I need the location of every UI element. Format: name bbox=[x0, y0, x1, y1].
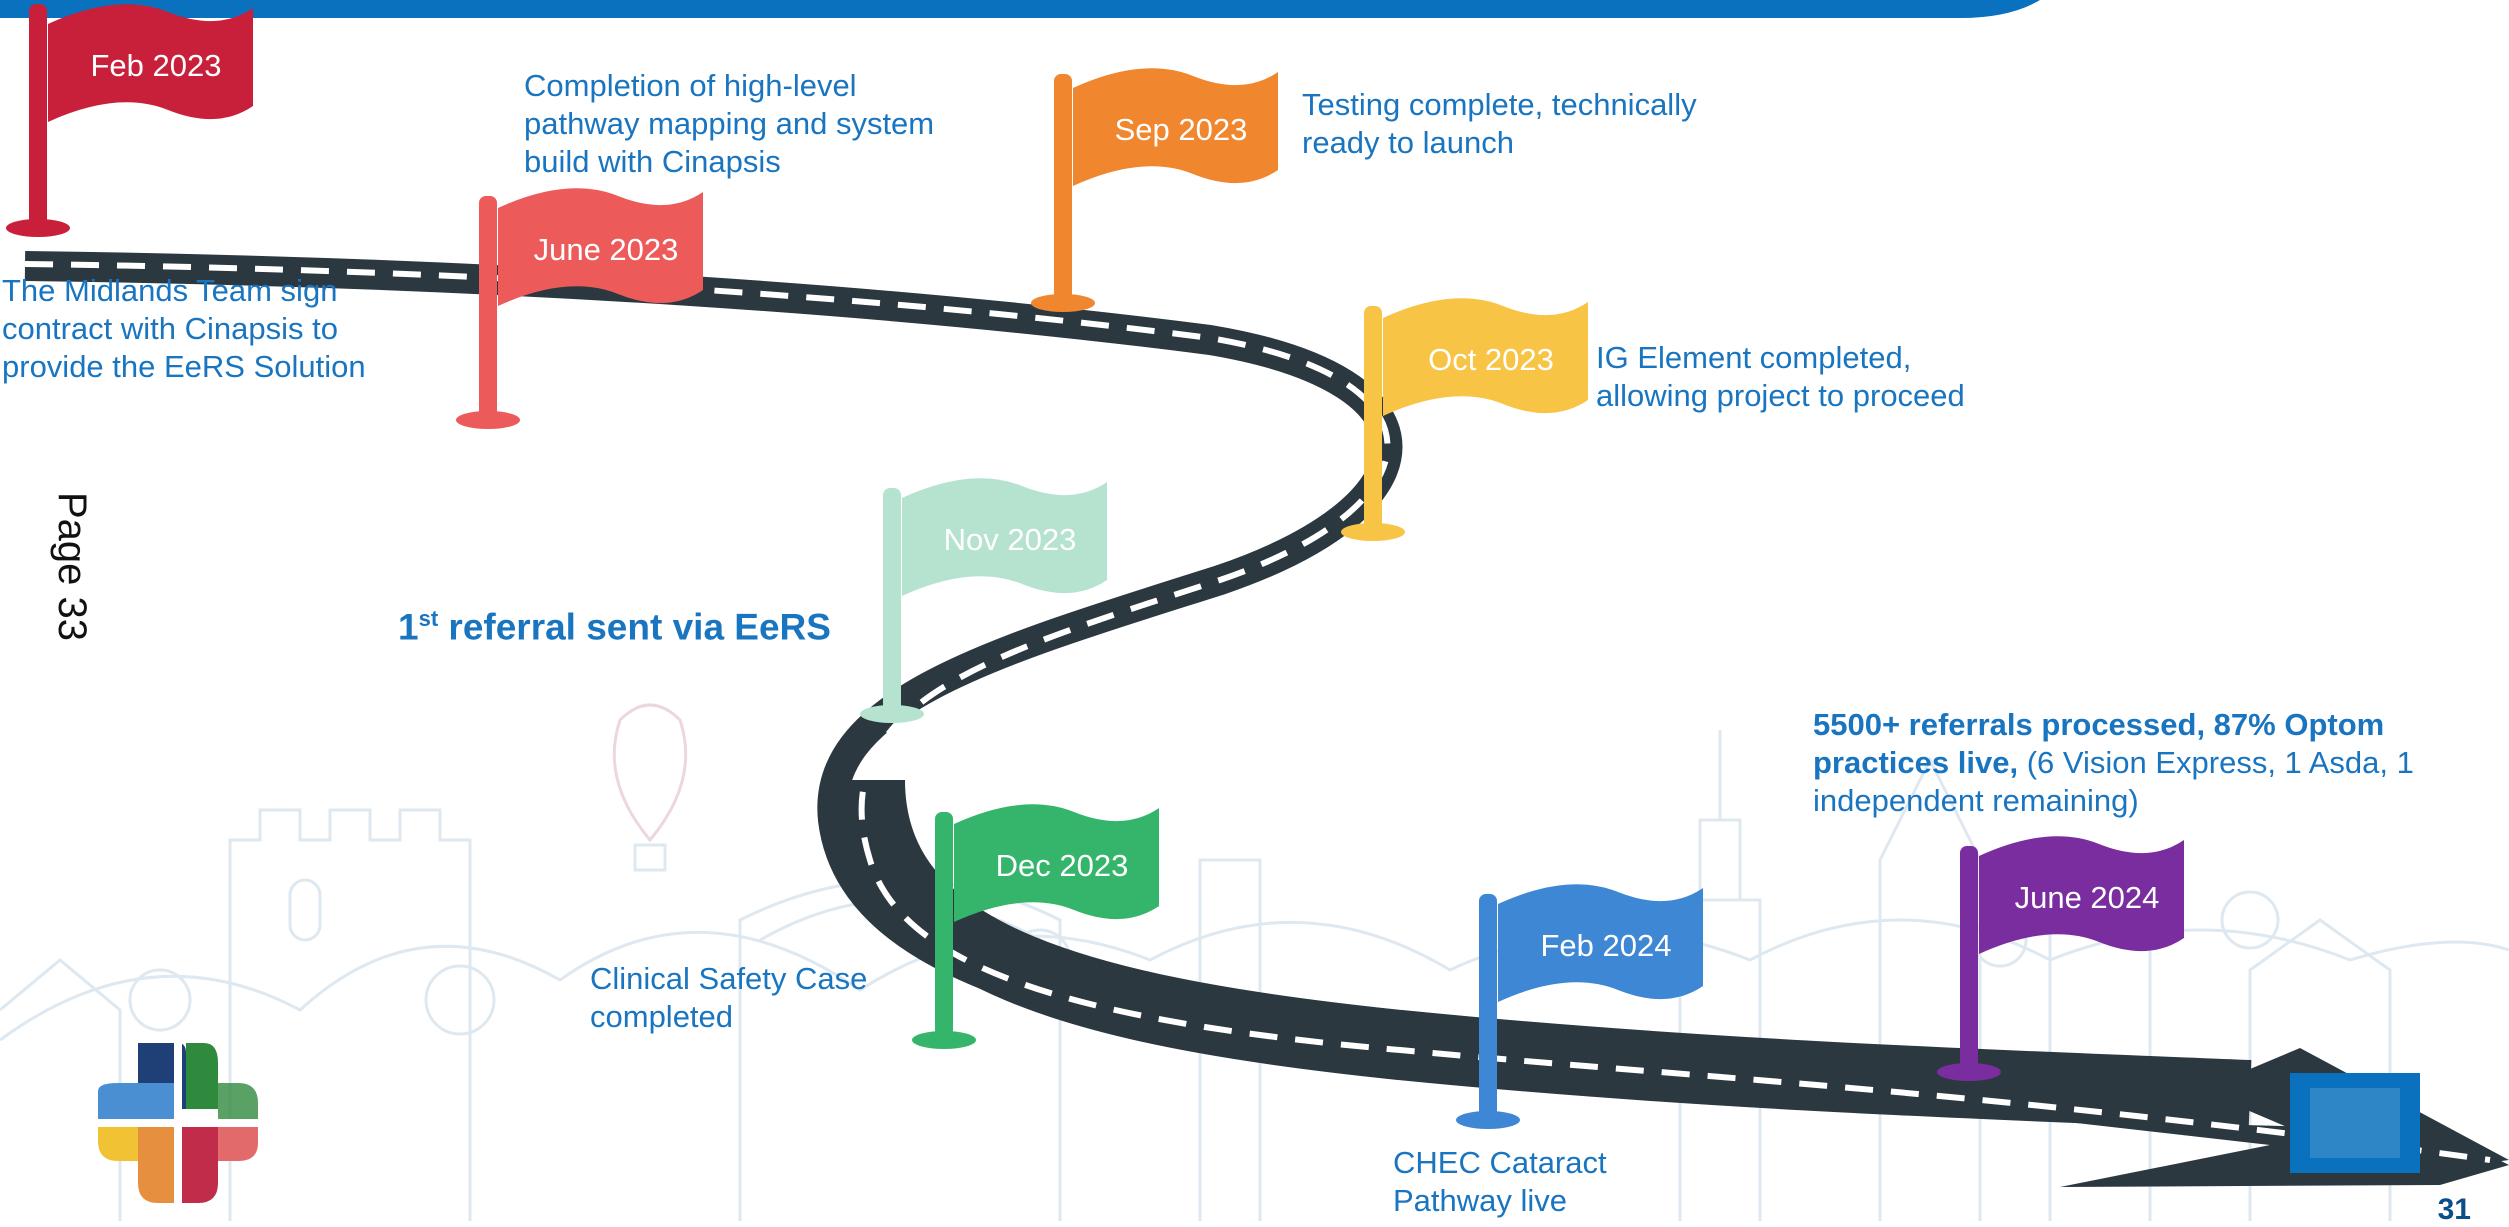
flag-feb-2024 bbox=[1456, 884, 1703, 1129]
road-centre-line bbox=[24, 261, 2491, 1163]
flag-oct-2023 bbox=[1341, 298, 1588, 541]
flag-june-2023 bbox=[456, 188, 703, 429]
logo-partial bbox=[2290, 1073, 2420, 1173]
milestone-text-june-2024: 5500+ referrals processed, 87% Optom pra… bbox=[1813, 706, 2433, 820]
flag-label-nov-2023: Nov 2023 bbox=[943, 522, 1077, 557]
flag-label-feb-2023: Feb 2023 bbox=[90, 48, 222, 83]
milestone-text-feb-2024: CHEC Cataract Pathway live bbox=[1393, 1145, 1607, 1218]
milestone-text-dec-2023: Clinical Safety Case completed bbox=[590, 961, 868, 1034]
flag-label-june-2024: June 2024 bbox=[2014, 880, 2160, 915]
cross-logo bbox=[98, 1043, 258, 1203]
flag-feb-2023 bbox=[6, 4, 253, 237]
flag-dec-2023 bbox=[912, 804, 1159, 1049]
flag-label-june-2023: June 2023 bbox=[533, 232, 679, 267]
ordinal-suffix: st bbox=[418, 606, 439, 631]
slide-number: 31 bbox=[2437, 1193, 2471, 1226]
milestone-text-june-2023: Completion of high-level pathway mapping… bbox=[524, 68, 935, 179]
milestone-text-oct-2023: IG Element completed, allowing project t… bbox=[1596, 340, 1965, 413]
milestone-text-june-2024-bold: 5500+ referrals processed, 87% Optom pra… bbox=[1813, 707, 2385, 780]
flag-label-feb-2024: Feb 2024 bbox=[1540, 928, 1672, 963]
road-lower bbox=[835, 778, 2252, 1130]
milestone-text-nov-2023: 1st referral sent via EeRS bbox=[398, 600, 831, 646]
referral-text: referral sent via EeRS bbox=[448, 606, 831, 648]
milestone-text-june-2024-rest: (6 Vision Express, 1 Asda, 1 independent… bbox=[1813, 745, 2414, 818]
flag-label-dec-2023: Dec 2023 bbox=[995, 848, 1129, 883]
flag-sep-2023 bbox=[1031, 68, 1278, 312]
flag-label-sep-2023: Sep 2023 bbox=[1114, 112, 1248, 147]
page-number-label: Page 33 bbox=[50, 492, 94, 642]
milestone-text-feb-2023: The Midlands Team sign contract with Cin… bbox=[2, 273, 366, 384]
milestone-text-sep-2023: Testing complete, technically ready to l… bbox=[1302, 87, 1697, 160]
header-bar bbox=[0, 0, 2040, 18]
flag-nov-2023 bbox=[860, 478, 1107, 723]
flag-label-oct-2023: Oct 2023 bbox=[1428, 342, 1554, 377]
flag-june-2024 bbox=[1937, 836, 2184, 1081]
ordinal-number: 1 bbox=[398, 606, 419, 648]
